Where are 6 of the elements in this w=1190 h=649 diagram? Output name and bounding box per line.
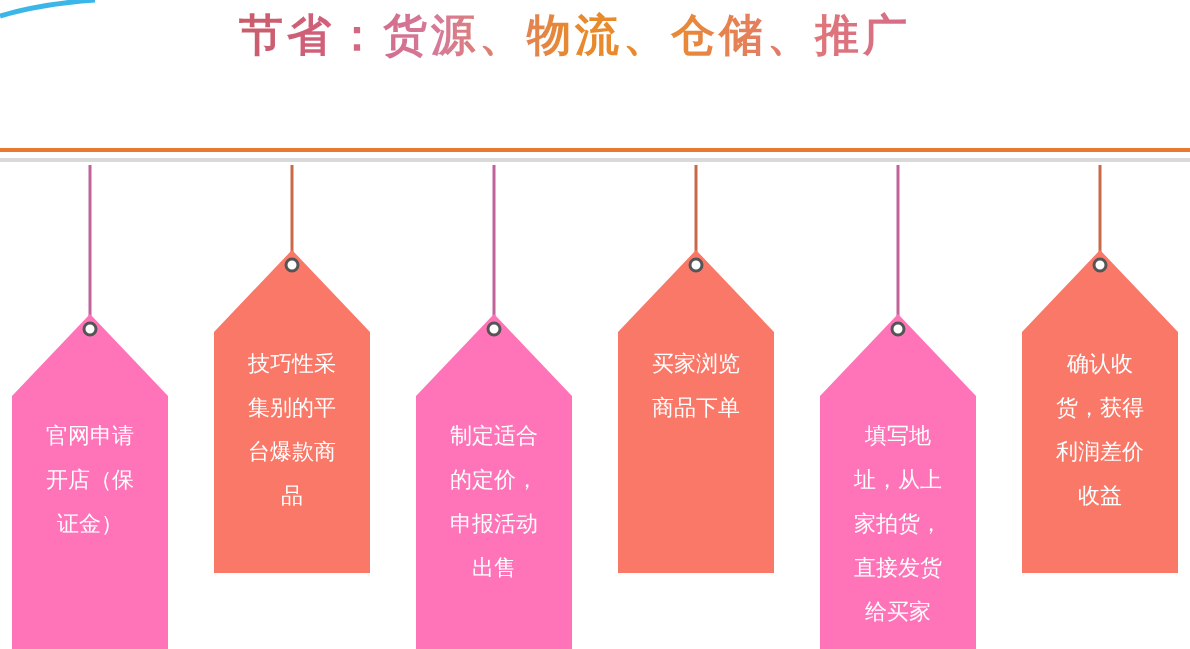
tag-text: 确认收货，获得利润差价收益 <box>1055 350 1145 510</box>
tag-text: 技巧性采集别的平台爆款商品 <box>247 350 337 510</box>
tag-text: 填写地址，从上家拍货，直接发货给买家 <box>853 422 943 626</box>
tag-text: 买家浏览商品下单 <box>651 350 741 422</box>
tag-text: 官网申请开店（保证金） <box>45 422 135 538</box>
tag-text: 制定适合的定价，申报活动出售 <box>449 422 539 582</box>
